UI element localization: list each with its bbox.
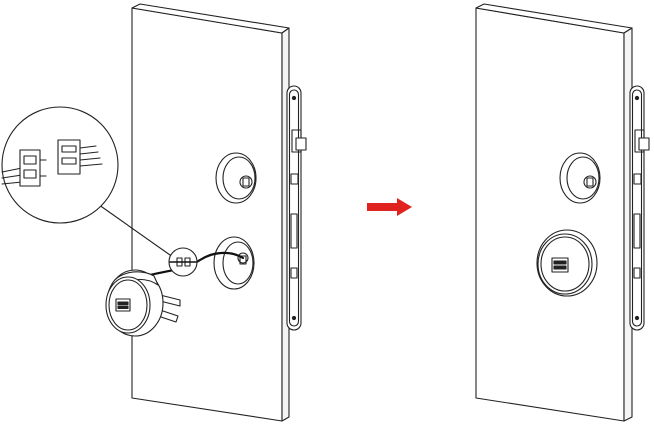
handle-hole	[214, 237, 254, 289]
usb-reader-installed	[537, 230, 597, 296]
deadbolt-thumbturn	[560, 153, 600, 203]
connector-zoom-callout	[2, 107, 118, 223]
door-face	[476, 8, 624, 421]
door-after	[476, 4, 649, 421]
usb-port	[552, 258, 568, 272]
door-face	[132, 8, 282, 421]
door-before	[2, 4, 306, 421]
step-arrow	[367, 198, 412, 216]
deadbolt-thumbturn	[216, 153, 256, 203]
